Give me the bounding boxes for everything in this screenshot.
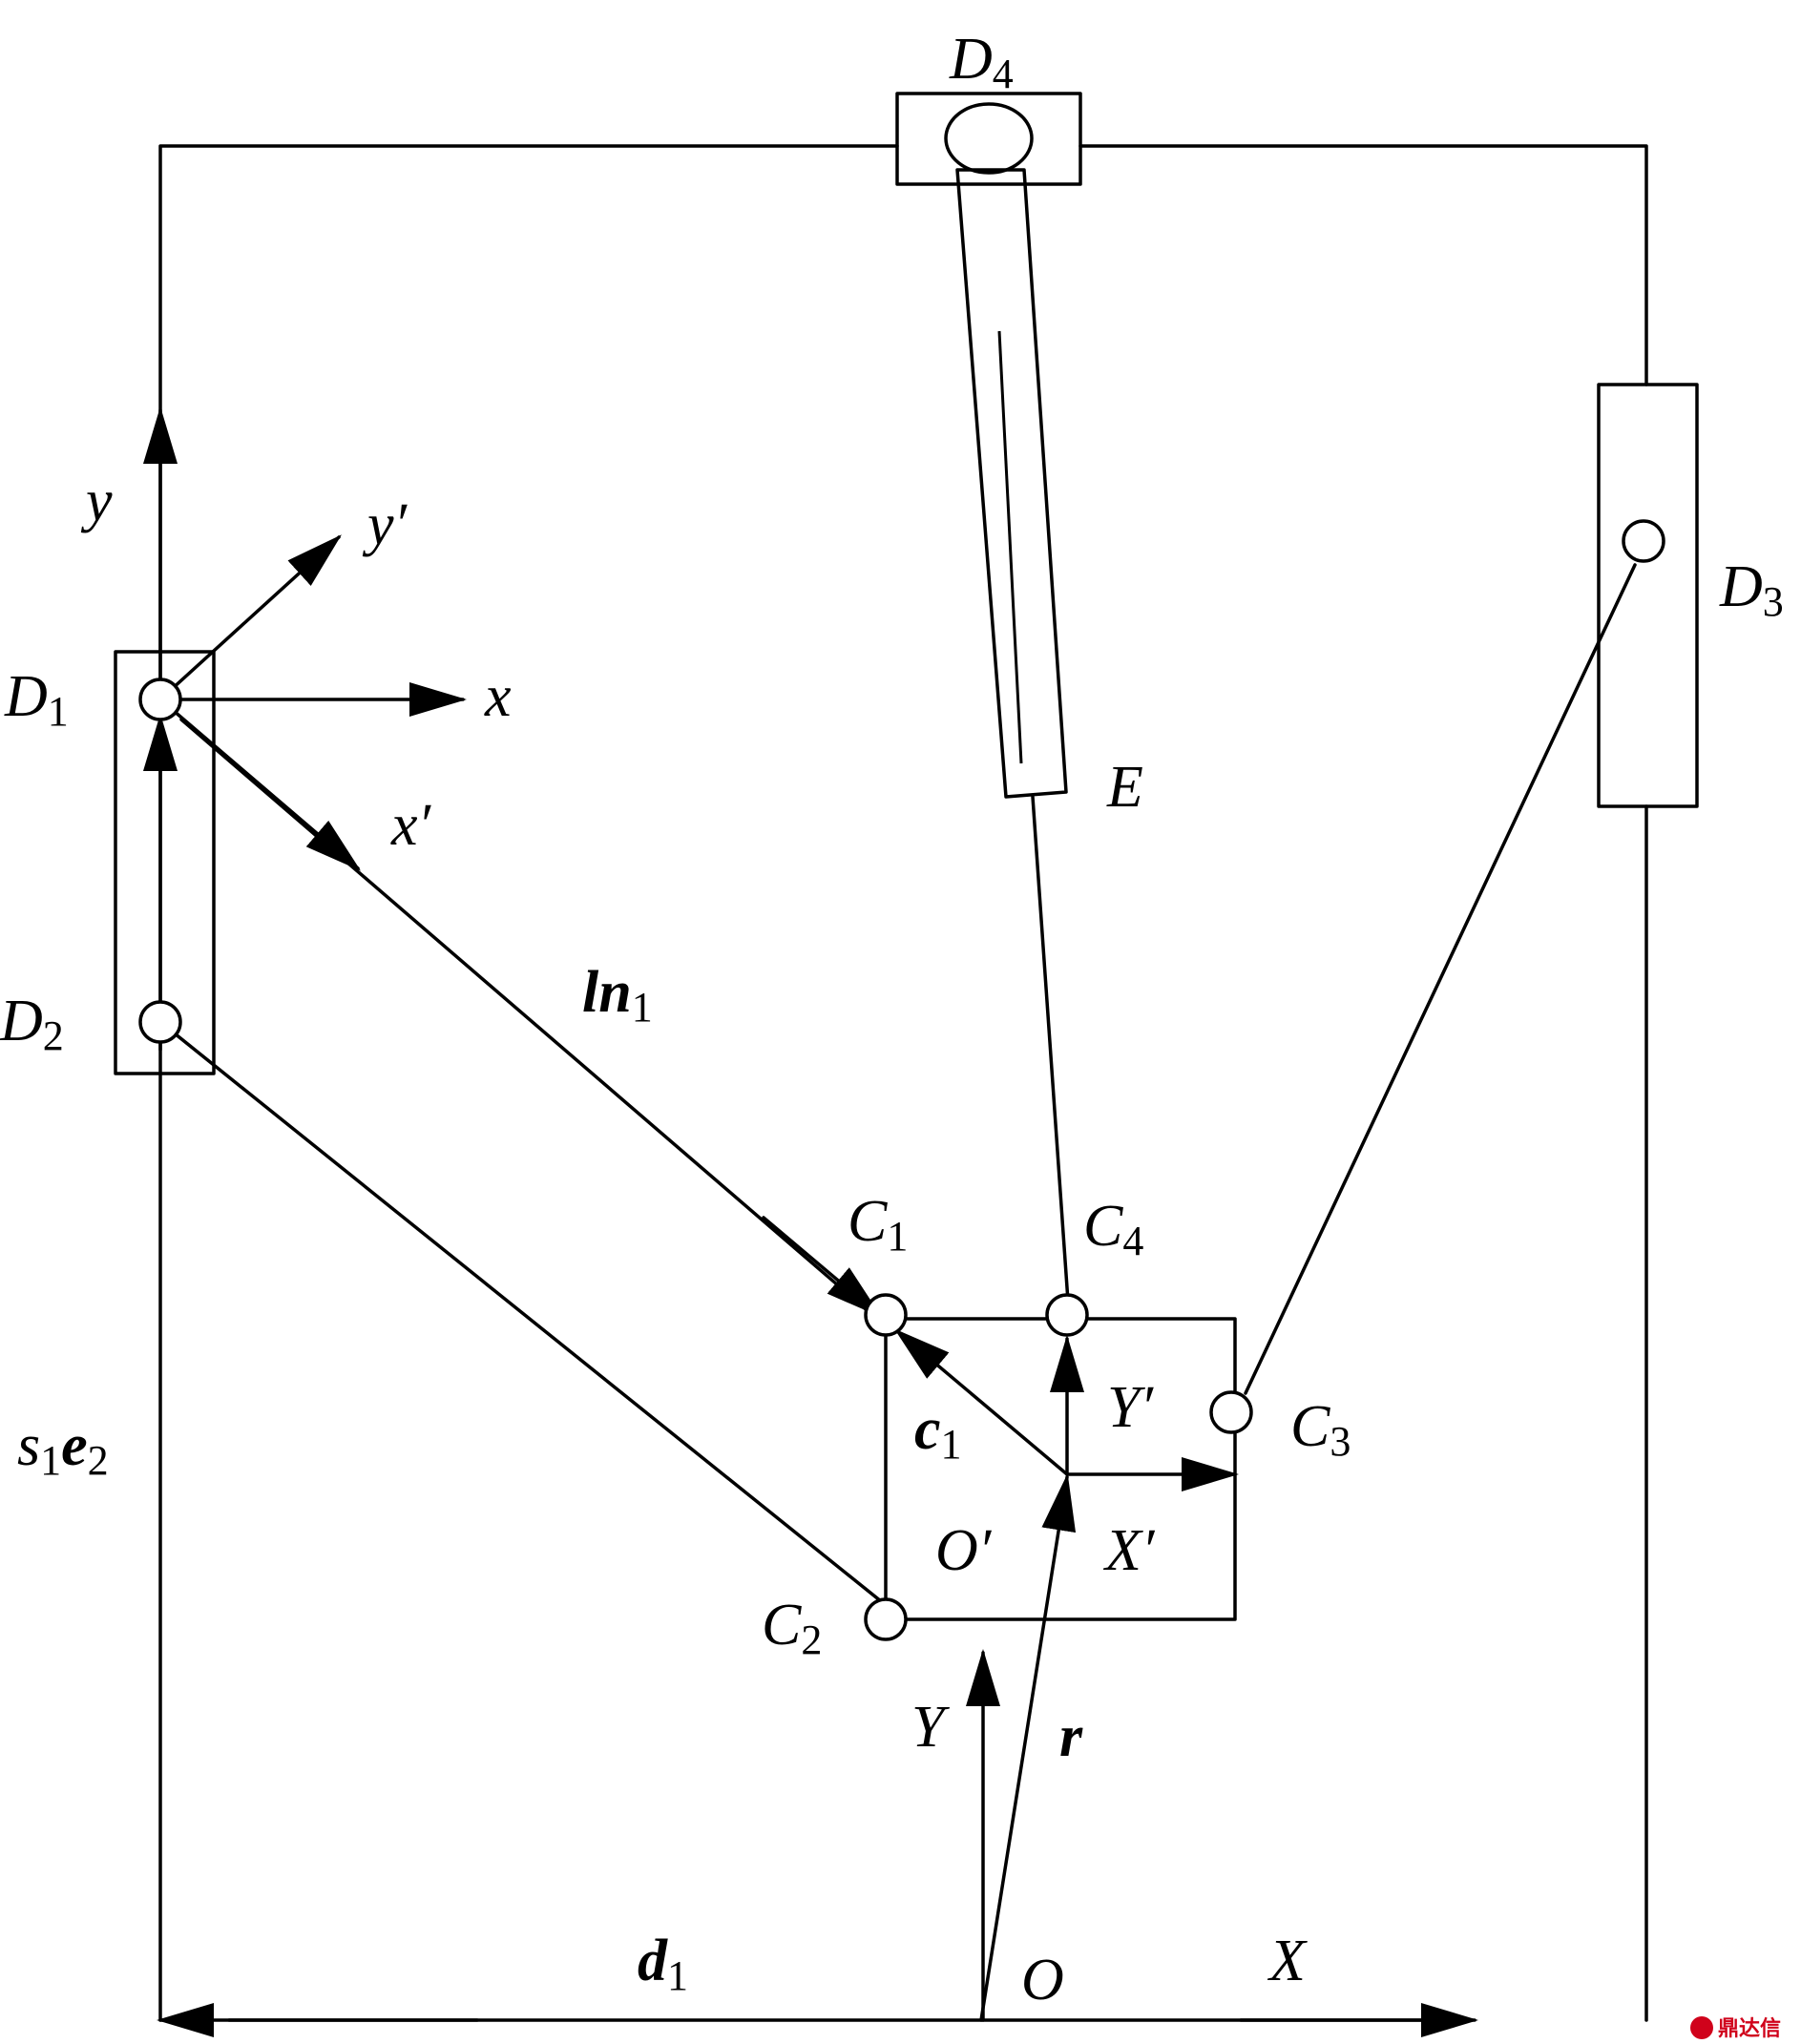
label-c1-vector: c1: [914, 1397, 962, 1468]
label-s1e2: s1e2: [17, 1413, 109, 1484]
label-d4: D4: [949, 27, 1014, 97]
label-d1: D1: [4, 664, 69, 735]
platform-outline: [884, 1317, 1237, 1621]
label-ln1: ln1: [582, 960, 653, 1031]
label-X: X: [1267, 1929, 1308, 1993]
d2-c2-link: [158, 1020, 888, 1607]
joints: [138, 678, 1253, 1641]
d3-guide: [1244, 383, 1699, 1395]
d4-inner-rod: [997, 330, 1023, 764]
label-d1-vector: d1: [638, 1929, 688, 1999]
label-c3: C3: [1290, 1394, 1351, 1465]
label-Y: Y: [911, 1695, 950, 1760]
label-x: x: [484, 664, 512, 729]
d2-joint: [138, 1000, 182, 1044]
label-op: O′: [935, 1518, 993, 1583]
label-yp: y′: [362, 492, 408, 557]
d4-joint: [944, 102, 1034, 175]
label-c2: C2: [762, 1593, 822, 1663]
frame-left-top: [158, 144, 899, 2022]
watermark-logo: 鼎达信: [1690, 2016, 1781, 2041]
c1-arrow: [893, 1328, 1069, 1476]
label-e: E: [1106, 755, 1143, 820]
watermark-text: 鼎达信: [1718, 2016, 1781, 2041]
label-O: O: [1021, 1948, 1064, 2013]
d3-c3-link: [1244, 563, 1637, 1395]
labels: D4 D3 D1 D2 E y y′ x x′ ln1 C1 C4 C3 C2 …: [0, 27, 1784, 2013]
label-r: r: [1059, 1704, 1083, 1769]
label-d2: D2: [0, 989, 64, 1059]
d1-d2-guide: [114, 650, 888, 1607]
label-yp-platform: Y′: [1107, 1375, 1154, 1440]
r-arrow: [979, 1473, 1077, 2022]
d4-telescopic-tube: [955, 168, 1068, 799]
ln1-arrow: [762, 1216, 883, 1318]
yp-axis-arrow: [158, 534, 342, 701]
d1-c1-link: [179, 718, 888, 1328]
d4-guide: [895, 92, 1082, 1317]
d3-joint: [1622, 519, 1665, 563]
label-c4: C4: [1083, 1194, 1143, 1264]
moving-platform: [884, 1317, 1237, 1621]
fixed-frame: [158, 144, 1648, 2022]
c1-joint: [864, 1293, 908, 1337]
d4-slider-block: [895, 92, 1082, 186]
label-xp: x′: [390, 793, 432, 858]
d3-slider-block: [1597, 383, 1699, 808]
vectors: [143, 407, 1478, 2037]
xp-axis-arrow: [158, 698, 362, 871]
watermark-icon: [1690, 2016, 1713, 2039]
label-c1: C1: [848, 1189, 908, 1260]
label-d3: D3: [1719, 554, 1784, 625]
d1-d2-slider-block: [114, 650, 216, 1075]
e-c4-link: [1031, 795, 1071, 1317]
c4-joint: [1045, 1293, 1089, 1337]
frame-right-top: [1079, 144, 1648, 386]
label-y: y: [80, 469, 113, 533]
d1-joint: [138, 678, 182, 721]
c2-joint: [864, 1597, 908, 1641]
label-xp-platform: X′: [1102, 1518, 1156, 1583]
c3-joint: [1209, 1390, 1253, 1434]
